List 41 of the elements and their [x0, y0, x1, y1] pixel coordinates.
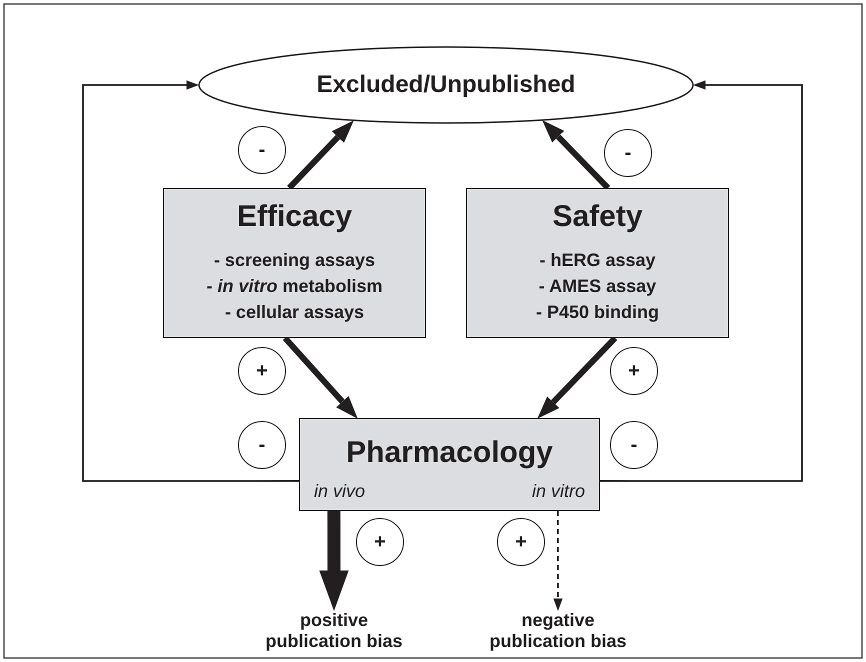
- node-title: Safety: [551, 199, 644, 235]
- sign-text: -: [258, 140, 266, 160]
- sign-circle: [497, 518, 545, 566]
- arrow: [82, 80, 299, 482]
- list-item: - screening assays: [212, 249, 376, 272]
- outcome-label: negative publication bias: [483, 610, 633, 654]
- sign-circle: [238, 347, 286, 395]
- sign-text: +: [374, 532, 386, 552]
- arrow: [287, 120, 354, 190]
- process-box: [163, 188, 426, 338]
- sign-text: +: [628, 361, 640, 381]
- list-item: - cellular assays: [224, 301, 366, 324]
- list-item: - in vitro metabolism: [205, 275, 384, 298]
- list-item: - P450 binding: [534, 301, 660, 324]
- list-item: - hERG assay: [538, 249, 657, 272]
- sign-circle: [238, 421, 286, 469]
- node-title: Efficacy: [236, 199, 354, 235]
- sign-circle: [356, 518, 404, 566]
- arrow: [537, 336, 618, 419]
- process-box: [299, 418, 600, 511]
- sign-circle: [610, 347, 658, 395]
- sign-text: +: [256, 361, 268, 381]
- sign-circle: [604, 129, 652, 177]
- list-item: - AMES assay: [538, 275, 658, 298]
- sign-text: -: [258, 435, 266, 455]
- node-title: Pharmacology: [345, 435, 554, 471]
- arrow: [600, 80, 803, 482]
- arrow: [282, 336, 358, 419]
- node-title: Excluded/Unpublished: [316, 71, 576, 99]
- sign-text: +: [515, 532, 527, 552]
- arrow: [542, 120, 610, 190]
- sign-circle: [238, 126, 286, 174]
- sign-text: -: [630, 435, 638, 455]
- sign-circle: [610, 421, 658, 469]
- process-box: [466, 188, 729, 338]
- node-note: in vitro: [532, 481, 585, 502]
- arrow: [553, 511, 563, 611]
- outcome-label: positive publication bias: [259, 610, 409, 654]
- sign-text: -: [624, 143, 632, 163]
- node-note: in vivo: [314, 481, 366, 502]
- arrow: [319, 511, 349, 611]
